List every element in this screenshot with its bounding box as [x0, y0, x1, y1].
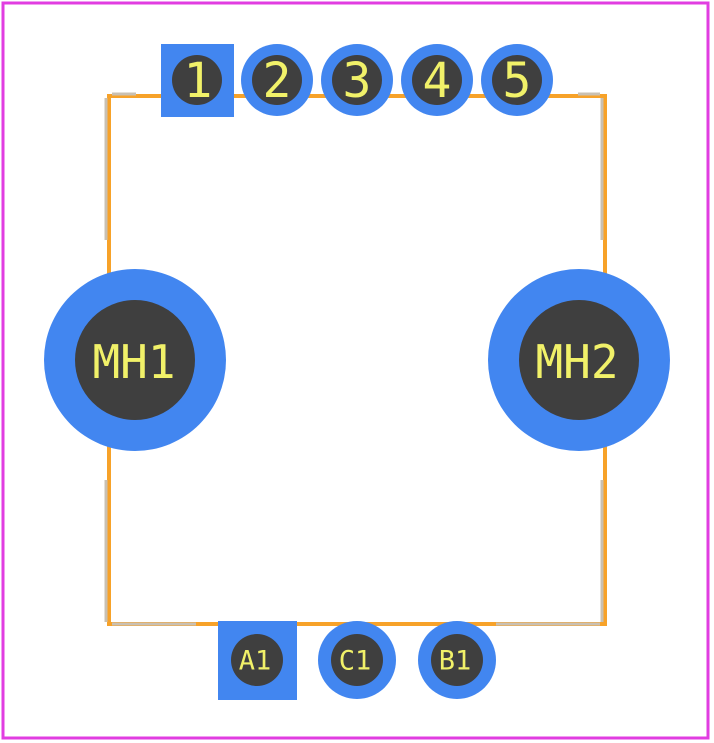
header-pad-label: 1 — [184, 53, 213, 109]
pad-drill-hole — [492, 55, 542, 105]
fab-outline — [104, 92, 604, 626]
header-pad-2[interactable]: 2 — [241, 44, 313, 116]
encoder-pad-label: A1 — [239, 646, 272, 677]
pad-drill-hole — [331, 634, 383, 686]
pad-drill-hole — [412, 55, 462, 105]
pad-drill-hole — [252, 55, 302, 105]
header-pad-label: 4 — [423, 53, 452, 109]
header-pad-3[interactable]: 3 — [321, 44, 393, 116]
pad-drill-hole — [332, 55, 382, 105]
header-pad-4[interactable]: 4 — [401, 44, 473, 116]
pad-drill-hole — [431, 634, 483, 686]
header-pad-1[interactable]: 1 — [161, 44, 234, 117]
encoder-pad-label: B1 — [439, 646, 472, 677]
mounting-hole-drill — [75, 300, 195, 420]
encoder-pad-a1[interactable]: A1 — [218, 621, 297, 700]
encoder-pad-row: A1 C1 B1 — [218, 621, 496, 700]
pad-drill-hole — [172, 55, 222, 105]
header-pad-label: 5 — [503, 53, 532, 109]
header-pad-5[interactable]: 5 — [481, 44, 553, 116]
header-pad-label: 3 — [343, 53, 372, 109]
encoder-pad-b1[interactable]: B1 — [418, 621, 496, 699]
encoder-pad-label: C1 — [339, 646, 372, 677]
mounting-hole-mh2[interactable]: MH2 — [488, 269, 670, 451]
mounting-hole-mh1[interactable]: MH1 — [44, 269, 226, 451]
header-pad-label: 2 — [263, 53, 292, 109]
header-pad-row: 1 2 3 4 5 — [161, 44, 553, 117]
mounting-hole-label: MH1 — [92, 335, 175, 389]
mounting-hole-label: MH2 — [535, 335, 618, 389]
encoder-pad-c1[interactable]: C1 — [318, 621, 396, 699]
mounting-hole-drill — [519, 300, 639, 420]
pad-drill-hole — [231, 634, 283, 686]
